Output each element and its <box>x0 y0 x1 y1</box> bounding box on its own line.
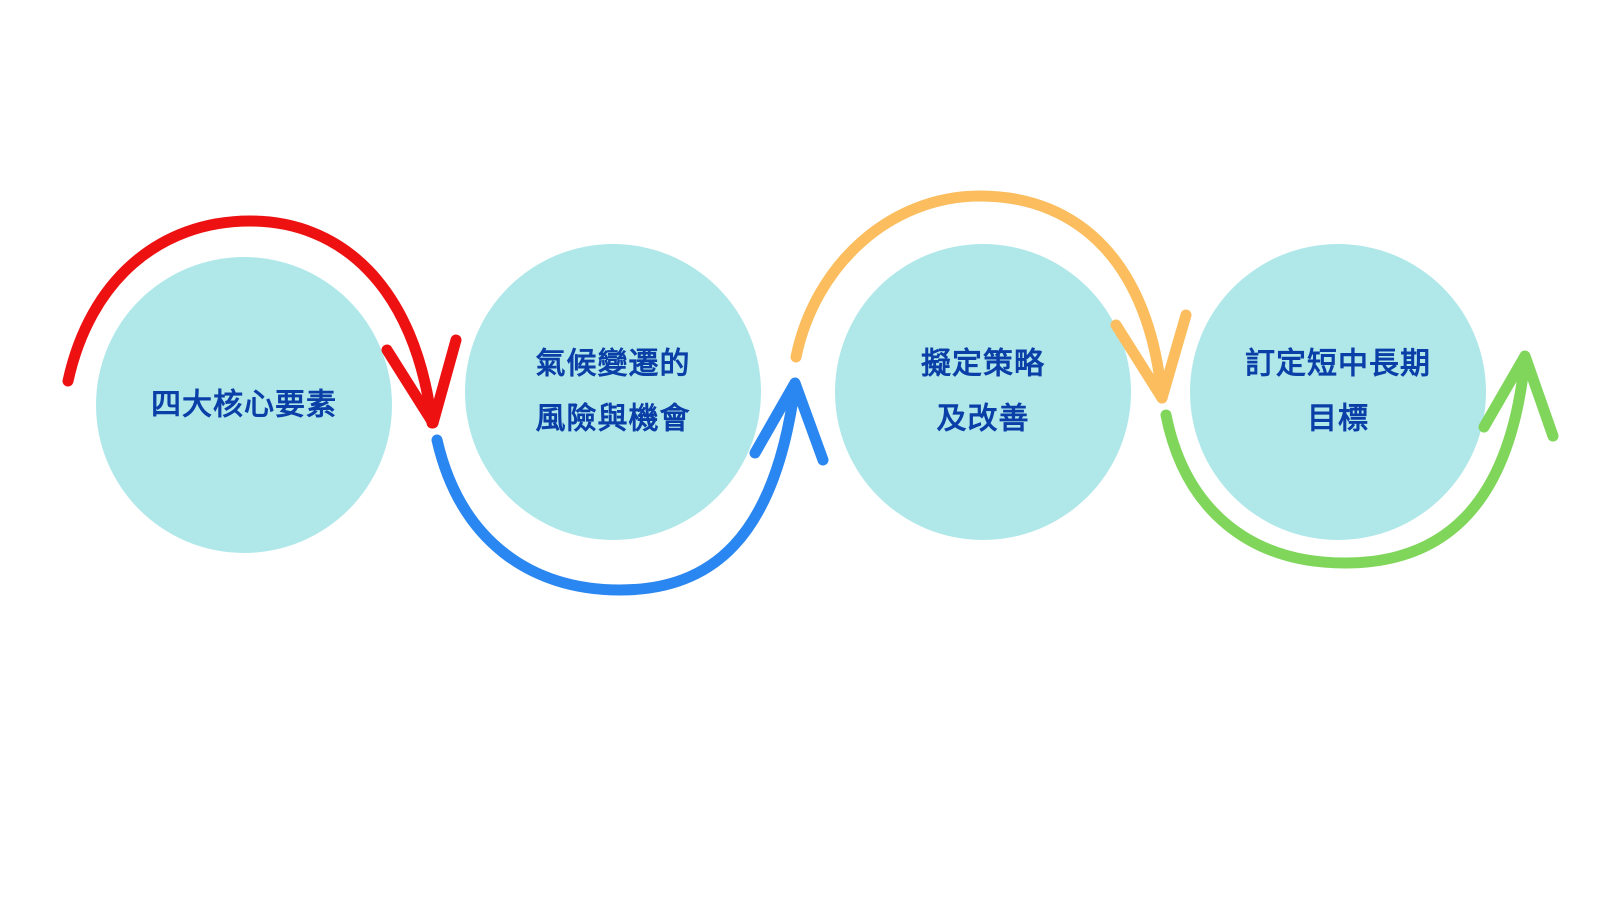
arrow-4-head <box>1478 350 1559 442</box>
step-4-label-line-1: 訂定短中長期 <box>1245 347 1431 382</box>
step-3-label-line-1: 擬定策略 <box>921 347 1045 382</box>
arrow-3-head <box>1110 309 1192 404</box>
arrow-1-head <box>381 334 462 429</box>
arrow-1 <box>62 215 462 429</box>
arrow-2-head <box>749 377 829 466</box>
arrow-4-arc <box>1160 352 1531 569</box>
arrow-3 <box>790 190 1192 404</box>
arrow-3-arc <box>790 190 1168 404</box>
step-2-label-line-1: 氣候變遷的 <box>536 347 691 382</box>
arrow-4 <box>1160 350 1559 569</box>
step-2-circle <box>465 244 761 540</box>
arrow-2 <box>431 377 829 596</box>
step-1-label: 四大核心要素 <box>151 388 337 423</box>
step-3-label-line-2: 及改善 <box>937 402 1030 437</box>
arrow-1-arc <box>62 215 438 429</box>
step-2-label-line-2: 風險與機會 <box>536 402 691 437</box>
step-1-circle <box>96 257 392 553</box>
arrow-2-arc <box>431 379 801 596</box>
step-4-circle <box>1190 244 1486 540</box>
step-3-circle <box>835 244 1131 540</box>
step-4-label-line-2: 目標 <box>1307 402 1369 437</box>
